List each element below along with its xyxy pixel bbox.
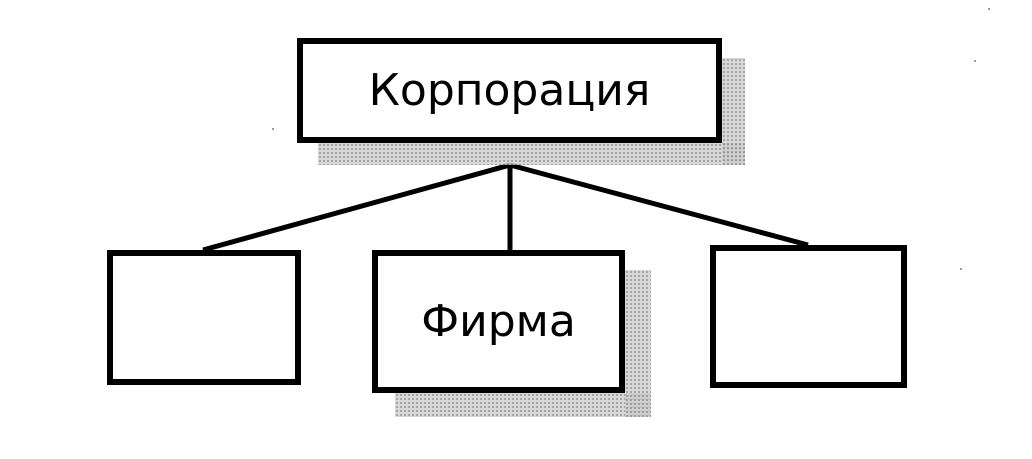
scan-speck (272, 128, 274, 130)
scan-speck (960, 268, 962, 270)
child-node-firm: Фирма (372, 250, 625, 393)
root-node-label: Корпорация (368, 64, 651, 116)
child-node-firm-shadow-side (625, 270, 651, 417)
root-node-shadow-side (722, 58, 745, 165)
scan-speck (974, 60, 976, 62)
root-node-shadow (318, 143, 745, 165)
child-node-firm-label: Фирма (421, 295, 576, 347)
root-node-corporation: Корпорация (297, 38, 722, 143)
child-node-firm-shadow (395, 393, 651, 417)
child-node-left (107, 250, 301, 385)
connector-to-left (202, 162, 511, 253)
scan-speck (988, 8, 990, 10)
connector-to-right (509, 162, 809, 248)
child-node-right (710, 245, 907, 388)
